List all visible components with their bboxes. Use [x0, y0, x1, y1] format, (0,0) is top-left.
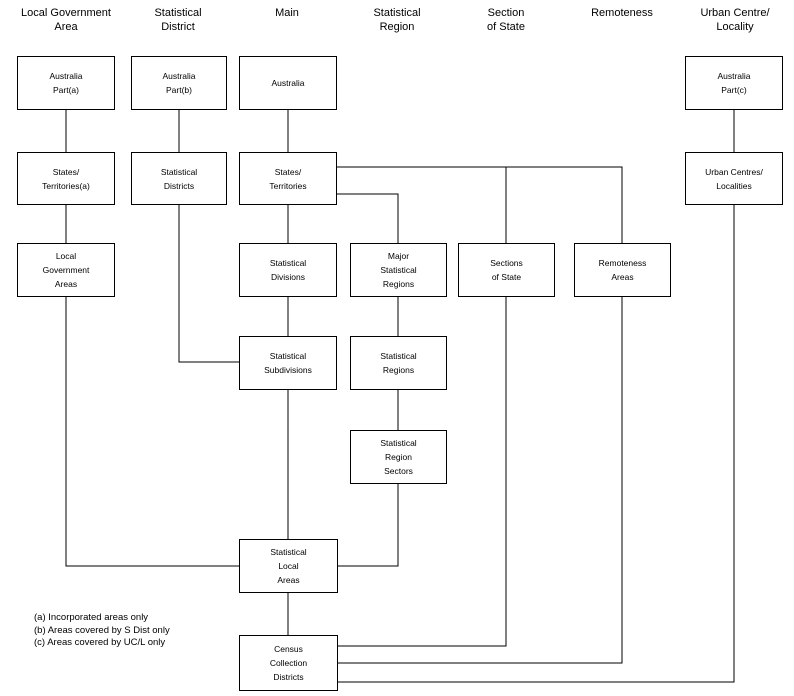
- footnote-c: (c) Areas covered by UC/L only: [34, 637, 166, 648]
- header-local-government-area: Local Government Area: [21, 7, 111, 33]
- link-sos-to-ccd: [338, 297, 507, 647]
- box-statistical-local-areas: Statistical Local Areas: [239, 539, 338, 593]
- box-remoteness-areas: Remoteness Areas: [574, 243, 671, 297]
- link-sd-to-ssd: [178, 205, 239, 363]
- header-main: Main: [275, 7, 299, 19]
- box-major-statistical-regions: Major Statistical Regions: [350, 243, 447, 297]
- box-australia-part-a: Australia Part(a): [17, 56, 115, 110]
- box-urban-centres-localities: Urban Centres/ Localities: [685, 152, 783, 205]
- header-statistical-district: Statistical District: [154, 7, 202, 33]
- box-australia: Australia: [239, 56, 337, 110]
- box-statistical-subdivisions: Statistical Subdivisions: [239, 336, 337, 390]
- header-urban-centre-locality: Urban Centre/ Locality: [700, 7, 770, 33]
- header-statistical-region: Statistical Region: [373, 7, 421, 33]
- box-sections-of-state: Sections of State: [458, 243, 555, 297]
- header-section-of-state: Section of State: [487, 7, 525, 33]
- box-statistical-regions: Statistical Regions: [350, 336, 447, 390]
- box-australia-part-c: Australia Part(c): [685, 56, 783, 110]
- box-australia-part-b: Australia Part(b): [131, 56, 227, 110]
- box-statistical-districts: Statistical Districts: [131, 152, 227, 205]
- box-census-collection-districts: Census Collection Districts: [239, 635, 338, 691]
- header-remoteness: Remoteness: [591, 7, 653, 19]
- box-local-government-areas: Local Government Areas: [17, 243, 115, 297]
- box-statistical-divisions: Statistical Divisions: [239, 243, 337, 297]
- box-states-territories-a: States/ Territories(a): [17, 152, 115, 205]
- link-lga-to-sla: [65, 296, 239, 567]
- box-states-territories: States/ Territories: [239, 152, 337, 205]
- link-ucl-to-ccd: [338, 205, 735, 683]
- link-states-to-msr: [337, 193, 399, 243]
- footnote-b: (b) Areas covered by S Dist only: [34, 624, 170, 636]
- footnote-a: (a) Incorporated areas only: [34, 612, 149, 623]
- link-srs-to-sla: [338, 483, 399, 567]
- box-statistical-region-sectors: Statistical Region Sectors: [350, 430, 447, 484]
- link-ra-to-ccd: [338, 297, 623, 664]
- footnotes: (a) Incorporated areas only (b) Areas co…: [34, 612, 170, 650]
- link-states-to-sos-ra: [337, 166, 623, 243]
